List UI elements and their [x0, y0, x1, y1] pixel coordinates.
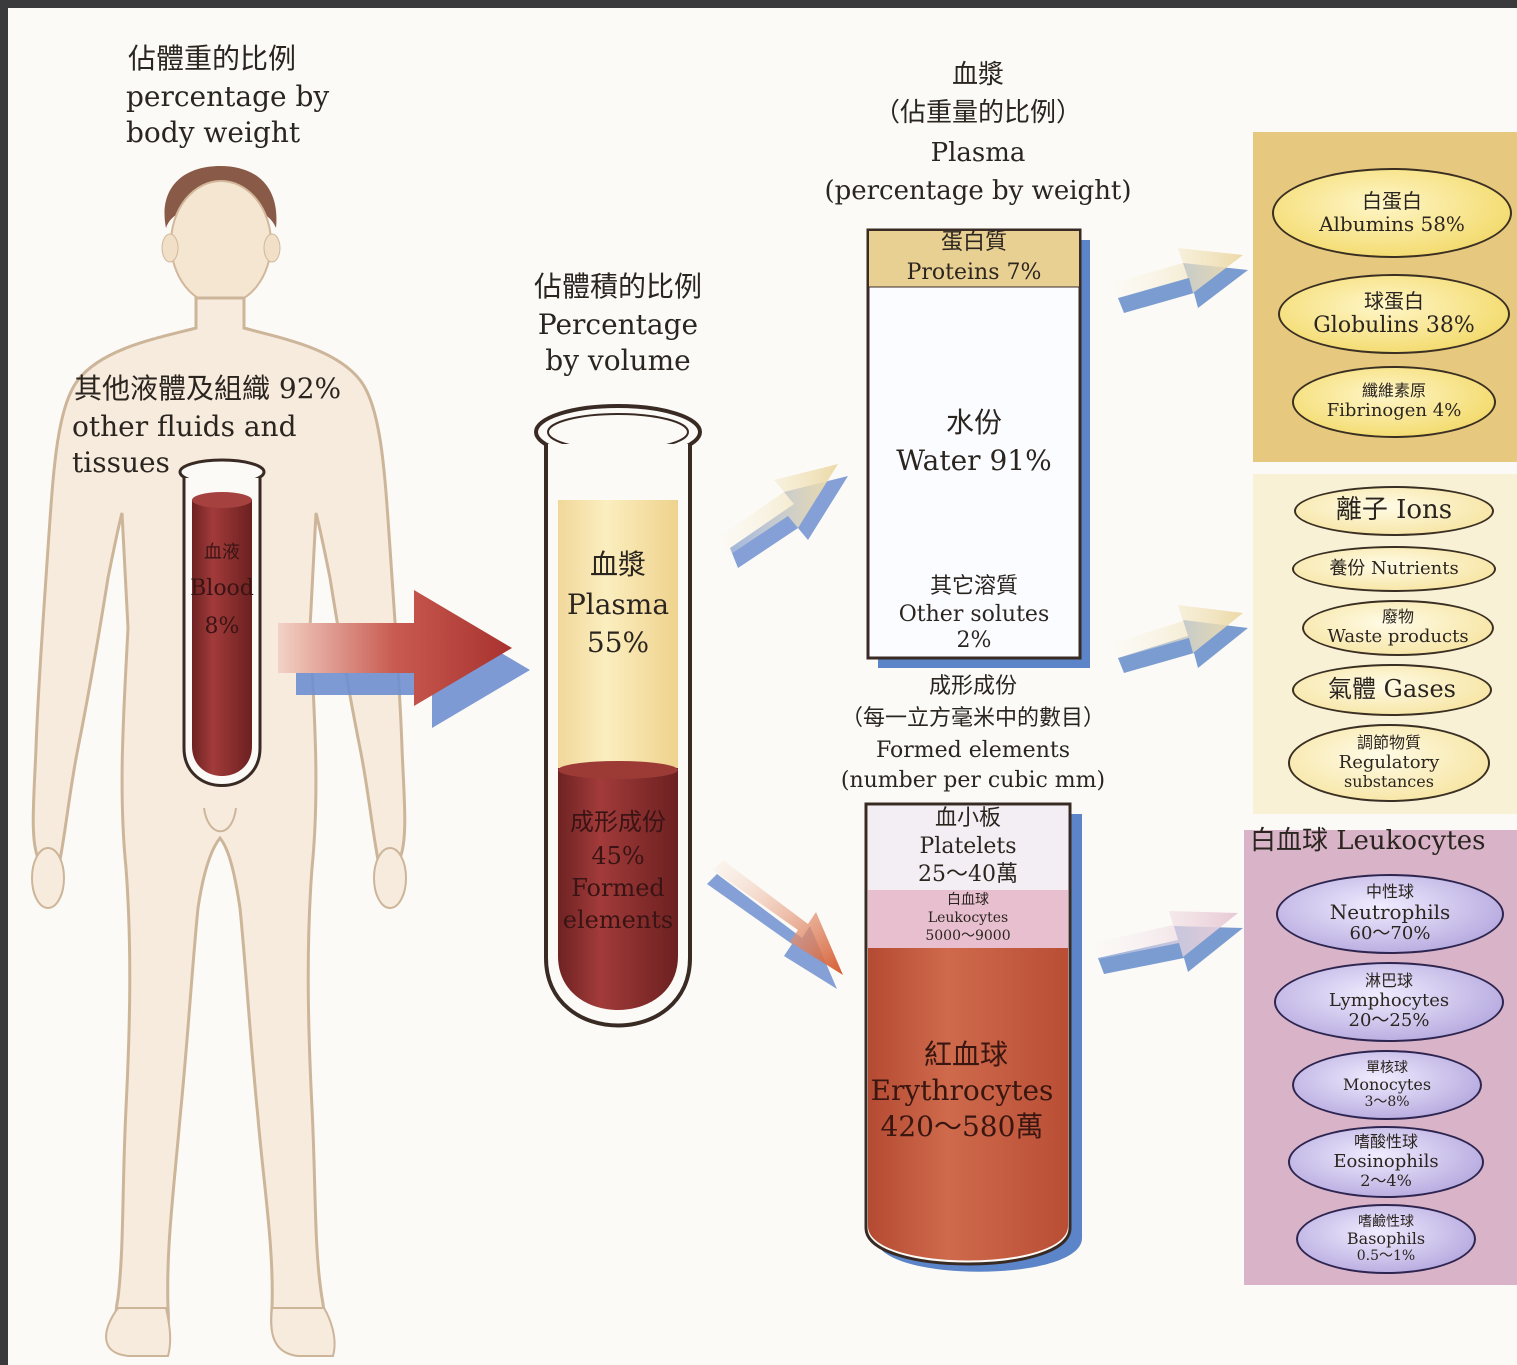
leuko-num: 5000～9000 [868, 928, 1068, 945]
regulatory-en-1: Regulatory [1339, 753, 1440, 774]
globulins-oval: 球蛋白 Globulins 38% [1278, 274, 1510, 354]
tube-plasma-en: Plasma [548, 588, 688, 622]
albumins-en: Albumins 58% [1319, 213, 1465, 236]
other-fluids-zh: 其他液體及組織 92% [74, 372, 341, 406]
lymphocytes-zh: 淋巴球 [1365, 972, 1413, 990]
platelets-num: 25～40萬 [868, 862, 1068, 889]
eosinophils-pct: 2～4% [1360, 1172, 1412, 1190]
plasma-title-en-2: (percentage by weight) [768, 176, 1188, 208]
plasma-title-zh-1: 血漿 [788, 60, 1168, 92]
tube-formed-en-1: Formed [548, 874, 688, 903]
nutrients-label: 養份 Nutrients [1329, 559, 1458, 580]
tube-formed-pct: 45% [548, 842, 688, 871]
formed-title-zh-1: 成形成份 [788, 674, 1158, 701]
arrow-tube-to-formed [707, 860, 843, 989]
monocytes-pct: 3～8% [1364, 1094, 1409, 1110]
leuko-zh: 白血球 [868, 892, 1068, 909]
water-zh: 水份 [870, 406, 1078, 440]
solutes-zh: 其它溶質 [870, 574, 1078, 601]
body-weight-title-en-1: percentage by [126, 80, 329, 114]
basophils-pct: 0.5～1% [1357, 1248, 1415, 1264]
albumins-zh: 白蛋白 [1362, 190, 1422, 213]
volume-title-en-2: by volume [498, 344, 738, 378]
monocytes-oval: 單核球 Monocytes 3～8% [1292, 1050, 1482, 1120]
neutrophils-zh: 中性球 [1366, 883, 1414, 901]
erythro-num: 420～580萬 [854, 1110, 1070, 1144]
proteins-en: Proteins 7% [870, 260, 1078, 287]
neutrophils-pct: 60～70% [1350, 924, 1431, 945]
waste-zh: 廢物 [1382, 608, 1414, 626]
albumins-oval: 白蛋白 Albumins 58% [1272, 168, 1512, 258]
plasma-title-zh-2: （佔重量的比例） [788, 98, 1168, 130]
globulins-en: Globulins 38% [1313, 313, 1475, 338]
volume-title-zh: 佔體積的比例 [498, 270, 738, 304]
monocytes-zh: 單核球 [1366, 1060, 1408, 1076]
basophils-en: Basophils [1347, 1230, 1425, 1248]
solutes-en: Other solutes [870, 602, 1078, 629]
arrow-tube-to-plasma [720, 464, 848, 568]
blood-label-en: Blood [180, 576, 264, 603]
lymphocytes-pct: 20～25% [1349, 1011, 1430, 1032]
lymphocytes-oval: 淋巴球 Lymphocytes 20～25% [1274, 962, 1504, 1042]
leuko-en: Leukocytes [868, 910, 1068, 927]
tube-formed-en-2: elements [548, 906, 688, 935]
other-fluids-en-1: other fluids and [72, 410, 297, 444]
blood-label-zh: 血液 [188, 542, 256, 564]
erythro-en: Erythrocytes [854, 1074, 1070, 1108]
fibrinogen-zh: 纖維素原 [1362, 382, 1426, 400]
proteins-zh: 蛋白質 [870, 230, 1078, 257]
eosinophils-en: Eosinophils [1333, 1152, 1438, 1173]
waste-oval: 廢物 Waste products [1302, 600, 1494, 656]
neutrophils-en: Neutrophils [1330, 901, 1451, 924]
tube-plasma-pct: 55% [548, 626, 688, 660]
body-weight-title-zh: 佔體重的比例 [128, 42, 296, 76]
monocytes-en: Monocytes [1343, 1076, 1431, 1094]
ions-label: 離子 Ions [1336, 496, 1452, 526]
blood-label-pct: 8% [180, 614, 264, 641]
arrow-to-leukocytes-panel [1093, 911, 1243, 974]
tube-plasma-zh: 血漿 [548, 548, 688, 582]
tube-formed-zh: 成形成份 [548, 808, 688, 837]
formed-title-zh-2: （每一立方毫米中的數目） [788, 706, 1158, 733]
waste-en: Waste products [1327, 627, 1468, 648]
fibrinogen-oval: 纖維素原 Fibrinogen 4% [1292, 366, 1496, 438]
gases-label: 氣體 Gases [1328, 676, 1456, 704]
regulatory-en-2: substances [1344, 773, 1434, 791]
ions-oval: 離子 Ions [1294, 486, 1494, 536]
gases-oval: 氣體 Gases [1292, 664, 1492, 716]
erythro-zh: 紅血球 [864, 1038, 1068, 1072]
eosinophils-zh: 嗜酸性球 [1354, 1133, 1418, 1151]
arrow-body-to-tube [278, 590, 530, 728]
basophils-oval: 嗜鹼性球 Basophils 0.5～1% [1296, 1204, 1476, 1274]
platelets-zh: 血小板 [868, 806, 1068, 833]
arrow-to-solutes-panel [1113, 605, 1248, 673]
platelets-en: Platelets [868, 834, 1068, 861]
eosinophils-oval: 嗜酸性球 Eosinophils 2～4% [1288, 1126, 1484, 1198]
arrow-to-proteins-panel [1113, 248, 1248, 313]
basophils-zh: 嗜鹼性球 [1358, 1214, 1414, 1230]
solutes-pct: 2% [870, 628, 1078, 655]
blood-composition-diagram: 佔體重的比例 percentage by body weight 其他液體及組織… [8, 8, 1517, 1365]
lymphocytes-en: Lymphocytes [1329, 991, 1449, 1012]
volume-title-en-1: Percentage [498, 308, 738, 342]
plasma-title-en-1: Plasma [788, 138, 1168, 170]
formed-title-en-2: (number per cubic mm) [788, 768, 1158, 795]
nutrients-oval: 養份 Nutrients [1292, 546, 1496, 592]
body-weight-title-en-2: body weight [126, 116, 300, 150]
other-fluids-en-2: tissues [72, 446, 170, 480]
regulatory-oval: 調節物質 Regulatory substances [1288, 724, 1490, 802]
neutrophils-oval: 中性球 Neutrophils 60～70% [1276, 874, 1504, 954]
water-en: Water 91% [870, 444, 1078, 478]
globulins-zh: 球蛋白 [1364, 290, 1424, 313]
formed-title-en-1: Formed elements [788, 738, 1158, 765]
leukocytes-title: 白血球 Leukocytes [1250, 826, 1486, 858]
regulatory-zh: 調節物質 [1357, 734, 1421, 752]
fibrinogen-en: Fibrinogen 4% [1327, 401, 1462, 422]
